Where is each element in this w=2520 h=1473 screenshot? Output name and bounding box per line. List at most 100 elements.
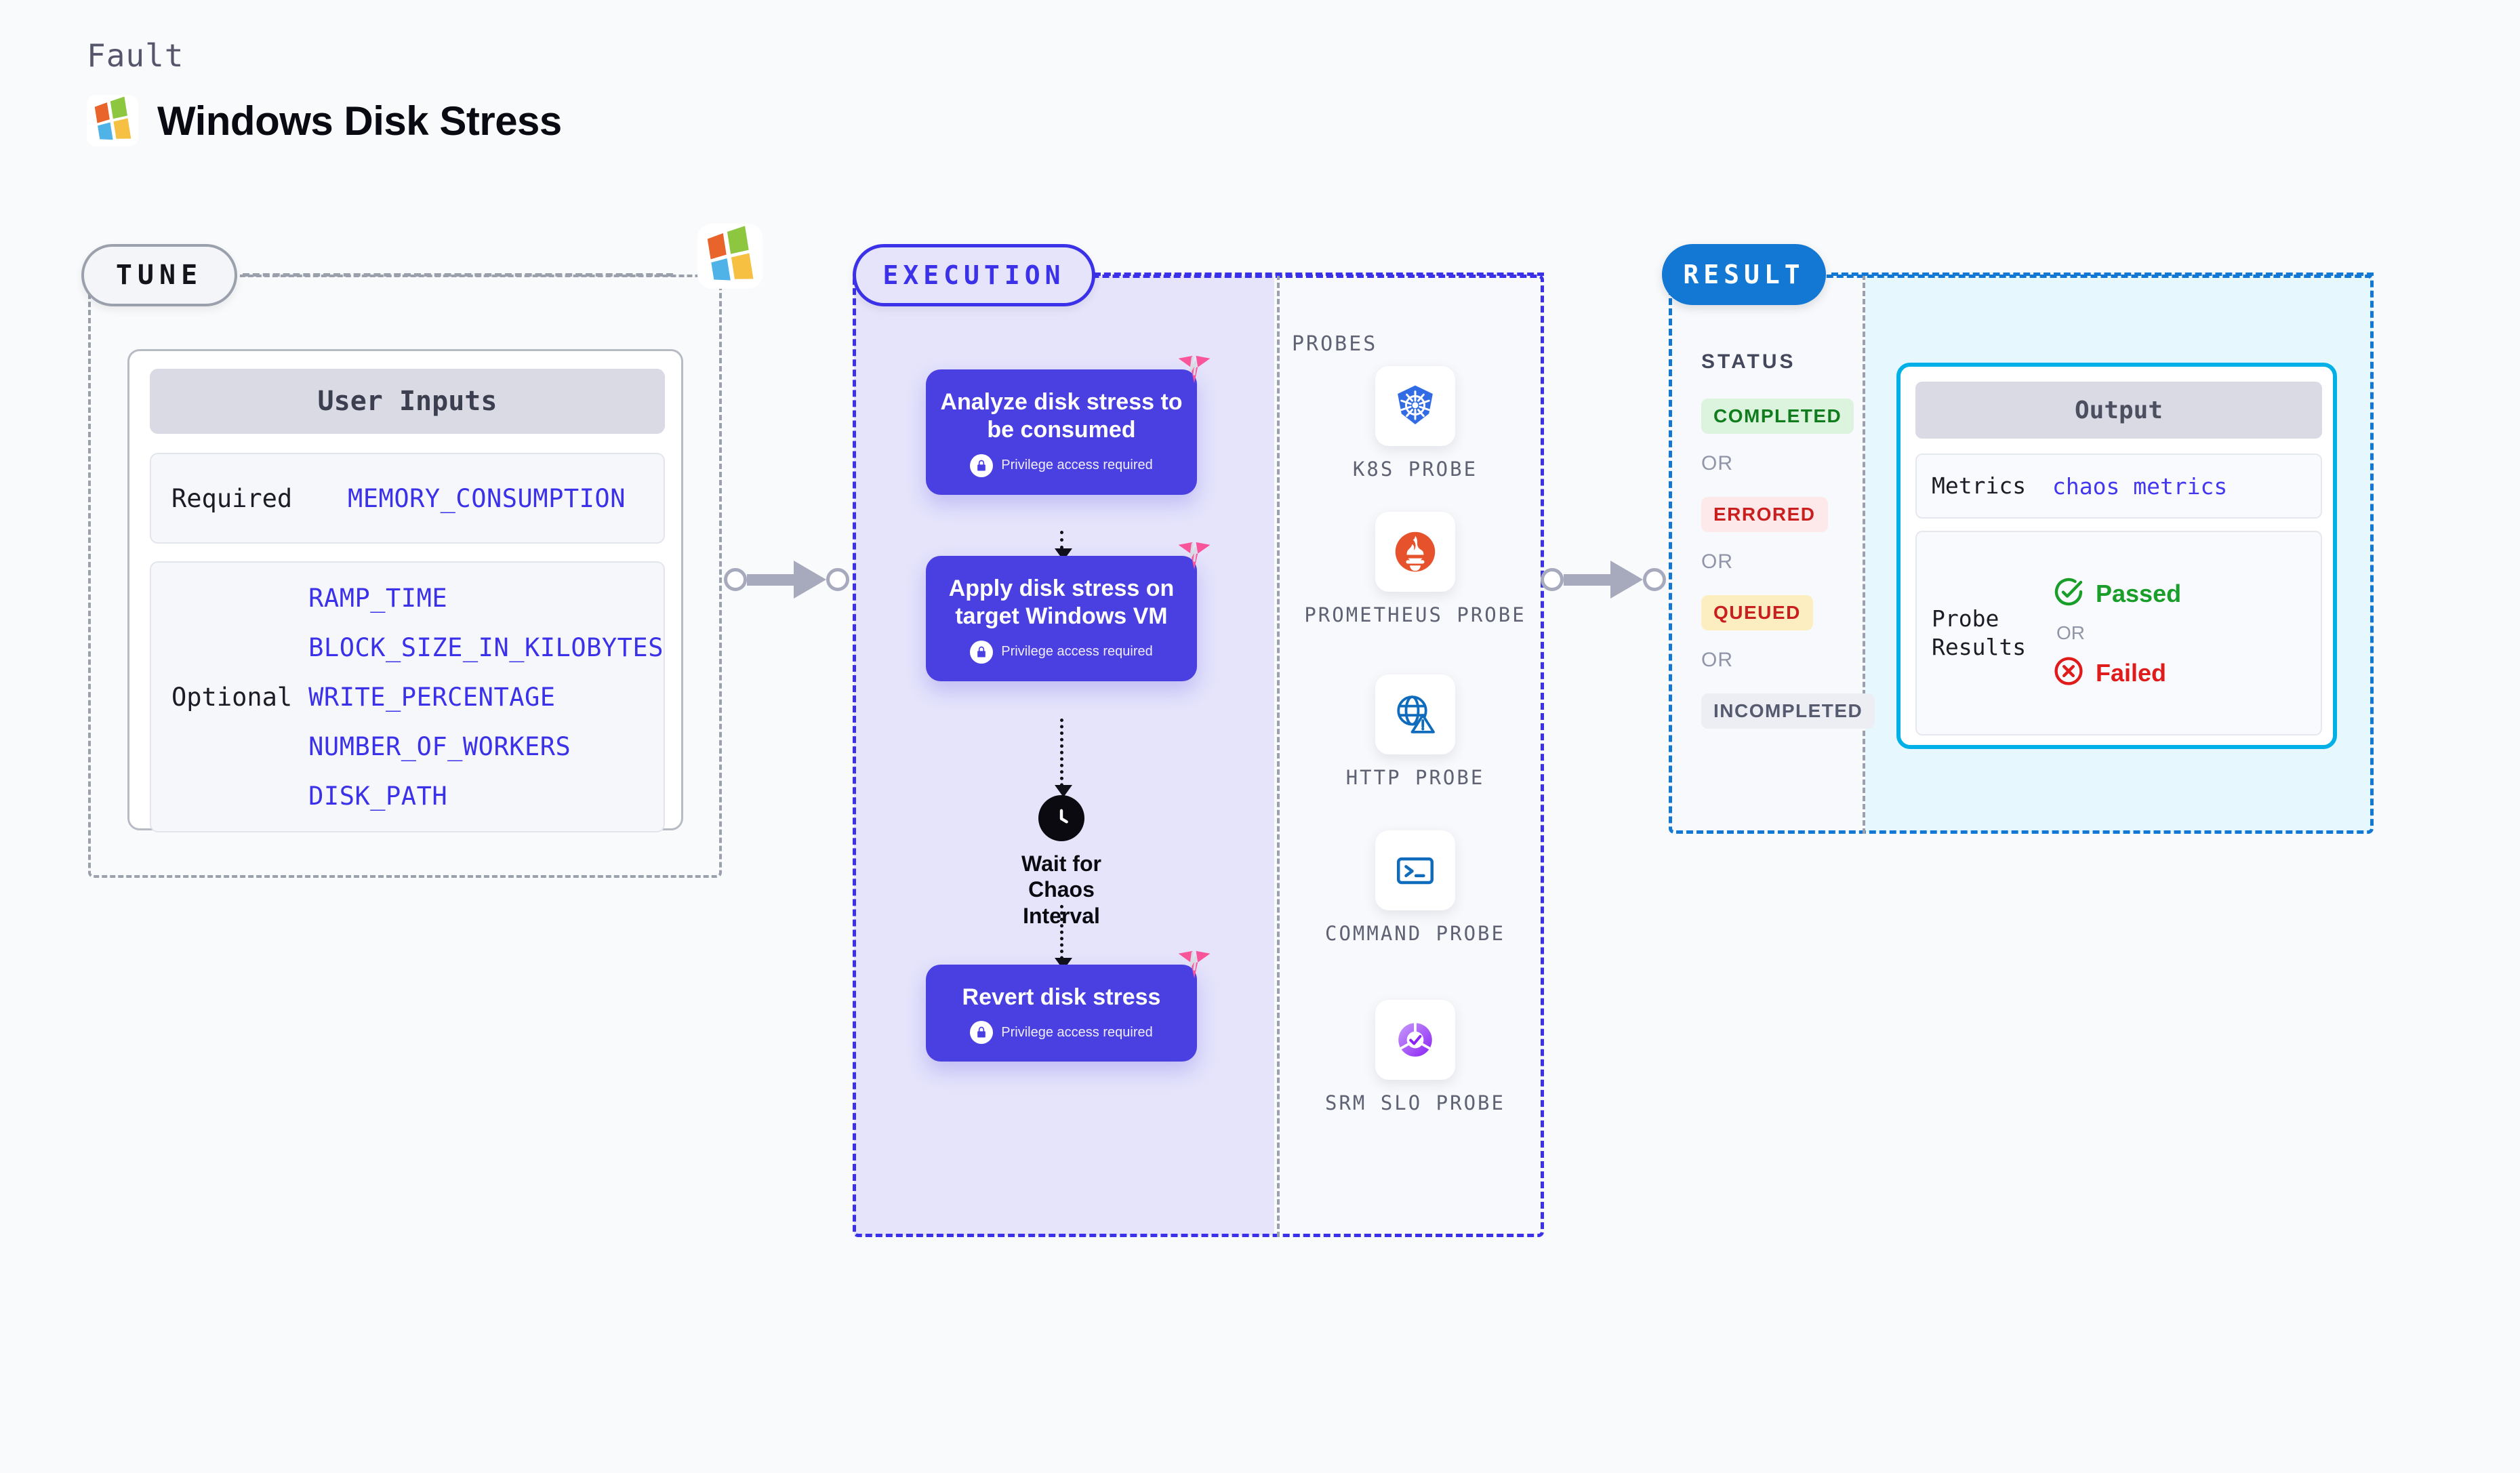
- status-badge: QUEUED: [1701, 595, 1813, 630]
- connector-arrowhead: [1610, 561, 1643, 599]
- result-pill[interactable]: RESULT: [1662, 244, 1826, 305]
- windows-logo-icon: [87, 95, 138, 146]
- failed-label: Failed: [2096, 658, 2167, 687]
- step-privilege-note: Privilege access required: [970, 640, 1153, 664]
- page-title-row: Windows Disk Stress: [87, 95, 562, 146]
- input-name: WRITE_PERCENTAGE: [308, 682, 556, 712]
- probe-label: COMMAND PROBE: [1325, 922, 1505, 945]
- connector-start-dot: [1541, 568, 1564, 591]
- probe-results-label: Probe Results: [1932, 605, 2027, 660]
- step-privilege-note: Privilege access required: [970, 453, 1153, 477]
- required-label: Required: [171, 483, 293, 513]
- step-title: Analyze disk stress to be consumed: [940, 389, 1183, 443]
- status-or-label: OR: [1701, 649, 1733, 671]
- probe-label: PROMETHEUS PROBE: [1304, 603, 1526, 626]
- harness-logo-icon: [1177, 540, 1212, 578]
- probe-label: K8S PROBE: [1352, 458, 1478, 481]
- probe-item[interactable]: SRM SLO PROBE: [1280, 1000, 1551, 1115]
- wait-node-label: Wait for Chaos Interval: [1021, 851, 1101, 928]
- input-name: RAMP_TIME: [308, 583, 448, 613]
- execution-pill[interactable]: EXECUTION: [853, 244, 1095, 306]
- input-name: NUMBER_OF_WORKERS: [308, 731, 571, 761]
- step-title: Revert disk stress: [962, 984, 1161, 1010]
- execution-panel-border: [853, 275, 1544, 1237]
- probe-item[interactable]: COMMAND PROBE: [1280, 830, 1551, 946]
- status-heading: STATUS: [1701, 350, 1796, 373]
- step-privilege-text: Privilege access required: [1001, 644, 1153, 660]
- harness-logo-icon: [1177, 948, 1212, 987]
- probe-item[interactable]: K8S PROBE: [1280, 366, 1551, 481]
- output-probe-results-row: Probe Results Passed OR: [1915, 531, 2322, 735]
- status-badge: COMPLETED: [1701, 399, 1854, 434]
- lock-icon: [970, 640, 994, 664]
- metrics-label: Metrics: [1932, 472, 2027, 499]
- connector-start-dot: [724, 568, 747, 591]
- http-globe-warning-icon: [1375, 674, 1455, 754]
- result-panel-border: [1669, 275, 2374, 834]
- status-badge: ERRORED: [1701, 497, 1828, 532]
- metrics-value: chaos metrics: [2052, 472, 2228, 500]
- optional-inputs-row: Optional RAMP_TIME BLOCK_SIZE_IN_KILOBYT…: [150, 561, 665, 832]
- harness-logo-icon: [1177, 353, 1212, 392]
- probe-result-or-label: OR: [2056, 622, 2085, 643]
- required-values: MEMORY_CONSUMPTION: [348, 484, 626, 513]
- tune-dash-line: [243, 273, 673, 277]
- passed-label: Passed: [2096, 579, 2182, 607]
- optional-values: RAMP_TIME BLOCK_SIZE_IN_KILOBYTES WRITE_…: [308, 584, 664, 811]
- connector-line: [747, 573, 795, 586]
- probe-result-failed: Failed: [2052, 655, 2181, 691]
- input-name: BLOCK_SIZE_IN_KILOBYTES: [308, 632, 664, 662]
- probe-results-values: Passed OR Failed: [2052, 576, 2181, 691]
- probe-item[interactable]: HTTP PROBE: [1280, 674, 1551, 790]
- prometheus-icon: [1375, 512, 1455, 592]
- wait-for-chaos-interval-node: Wait for Chaos Interval: [994, 795, 1129, 929]
- tune-pill[interactable]: TUNE: [81, 244, 237, 306]
- probe-result-passed: Passed: [2052, 576, 2181, 611]
- status-column-background: [1670, 276, 1860, 832]
- output-title: Output: [1915, 382, 2322, 439]
- execution-step[interactable]: Apply disk stress on target Windows VM P…: [926, 542, 1211, 681]
- execution-dash-line: [1094, 273, 1544, 276]
- result-dash-line: [1831, 273, 2374, 276]
- input-name: MEMORY_CONSUMPTION: [348, 483, 626, 513]
- optional-label: Optional: [171, 682, 293, 712]
- status-or-label: OR: [1701, 452, 1733, 475]
- lock-icon: [970, 1021, 994, 1045]
- probe-label: HTTP PROBE: [1345, 766, 1485, 789]
- execution-step[interactable]: Analyze disk stress to be consumed Privi…: [926, 355, 1211, 495]
- clock-icon: [1038, 795, 1084, 841]
- flow-arrow: [1055, 531, 1072, 561]
- tune-panel: TUNE User Inputs Required MEMORY_CONSUMP…: [81, 224, 763, 878]
- connector-execution-to-result: [1541, 561, 1666, 599]
- step-title: Apply disk stress on target Windows VM: [948, 576, 1175, 630]
- page-eyebrow: Fault: [87, 37, 184, 74]
- check-circle-icon: [2052, 576, 2085, 611]
- result-panel: RESULT STATUS COMPLETED OR ERRORED OR QU…: [1662, 244, 2374, 834]
- lock-icon: [970, 453, 994, 477]
- execution-panel: EXECUTION Analyze disk stress to be cons…: [853, 244, 1544, 1237]
- status-or-label: OR: [1701, 550, 1733, 573]
- required-inputs-row: Required MEMORY_CONSUMPTION: [150, 453, 665, 544]
- step-privilege-note: Privilege access required: [970, 1021, 1153, 1045]
- status-output-divider: [1863, 275, 1865, 834]
- step-privilege-text: Privilege access required: [1001, 1024, 1153, 1040]
- probe-item[interactable]: PROMETHEUS PROBE: [1280, 512, 1551, 627]
- flow-arrow: [1055, 719, 1072, 797]
- execution-step[interactable]: Revert disk stress Privilege access requ…: [926, 950, 1211, 1062]
- input-name: DISK_PATH: [308, 781, 448, 811]
- srm-slo-icon: [1375, 1000, 1455, 1080]
- probes-title: PROBES: [1292, 332, 1378, 356]
- page-title: Windows Disk Stress: [157, 98, 562, 144]
- execution-probes-divider: [1277, 275, 1280, 1237]
- user-inputs-title: User Inputs: [150, 369, 665, 434]
- x-circle-icon: [2052, 655, 2085, 691]
- kubernetes-icon: [1375, 366, 1455, 446]
- terminal-icon: [1375, 830, 1455, 910]
- status-badge: INCOMPLETED: [1701, 693, 1875, 729]
- connector-tune-to-execution: [724, 561, 849, 599]
- step-privilege-text: Privilege access required: [1001, 458, 1153, 473]
- connector-arrowhead: [794, 561, 826, 599]
- connector-end-dot: [1643, 568, 1666, 591]
- connector-line: [1564, 573, 1612, 586]
